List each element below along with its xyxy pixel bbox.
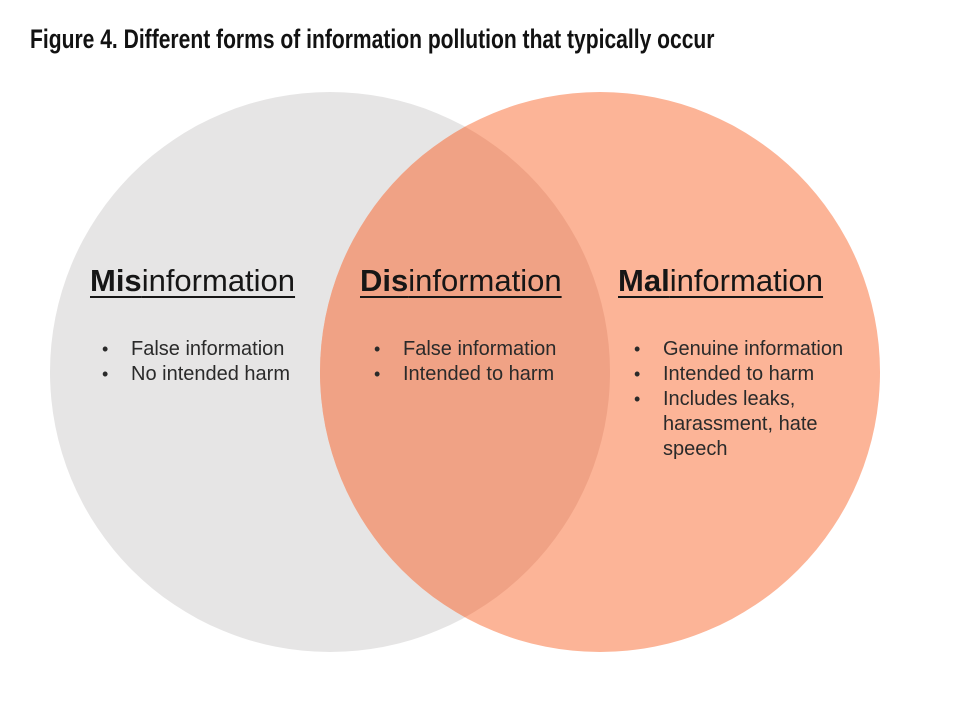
bullet-icon: • xyxy=(634,389,641,409)
misinformation-bullets: • False information • No intended harm xyxy=(100,337,310,387)
bullet-icon: • xyxy=(374,339,381,359)
disinformation-heading-bold: Dis xyxy=(360,263,409,298)
disinformation-heading-text: Disinformation xyxy=(360,263,562,298)
bullet-item: • Includes leaks, harassment, hate speec… xyxy=(632,387,868,462)
bullet-icon: • xyxy=(374,364,381,384)
malinformation-bullets: • Genuine information • Intended to harm… xyxy=(632,337,868,462)
bullet-icon: • xyxy=(102,339,109,359)
bullet-item: • Genuine information xyxy=(632,337,868,362)
malinformation-heading-bold: Mal xyxy=(618,263,670,298)
disinformation-overlap-region xyxy=(320,92,610,652)
bullet-item: • Intended to harm xyxy=(372,362,582,387)
bullet-text: Intended to harm xyxy=(403,363,555,385)
disinformation-bullets: • False information • Intended to harm xyxy=(372,337,582,387)
figure-title: Figure 4. Different forms of information… xyxy=(30,24,715,54)
bullet-icon: • xyxy=(634,339,641,359)
bullet-item: • Intended to harm xyxy=(632,362,868,387)
misinformation-heading-rest: information xyxy=(141,263,296,298)
bullet-text: False information xyxy=(403,338,557,360)
bullet-icon: • xyxy=(102,364,109,384)
disinformation-heading: Disinformation xyxy=(360,263,562,299)
bullet-item: • False information xyxy=(372,337,582,362)
misinformation-heading-bold: Mis xyxy=(90,263,142,298)
disinformation-heading-rest: information xyxy=(408,263,562,298)
bullet-item: • False information xyxy=(100,337,310,362)
bullet-text: False information xyxy=(131,338,285,360)
bullet-item: • No intended harm xyxy=(100,362,310,387)
bullet-icon: • xyxy=(634,364,641,384)
bullet-text: Intended to harm xyxy=(663,363,815,385)
misinformation-heading-text: Misinformation xyxy=(90,263,295,298)
misinformation-heading: Misinformation xyxy=(90,263,295,299)
bullet-text: No intended harm xyxy=(131,363,290,385)
bullet-text: Includes leaks, harassment, hate speech xyxy=(663,388,818,460)
malinformation-heading-rest: information xyxy=(669,263,824,298)
malinformation-heading: Malinformation xyxy=(618,263,823,299)
bullet-text: Genuine information xyxy=(663,338,844,360)
malinformation-heading-text: Malinformation xyxy=(618,263,823,298)
